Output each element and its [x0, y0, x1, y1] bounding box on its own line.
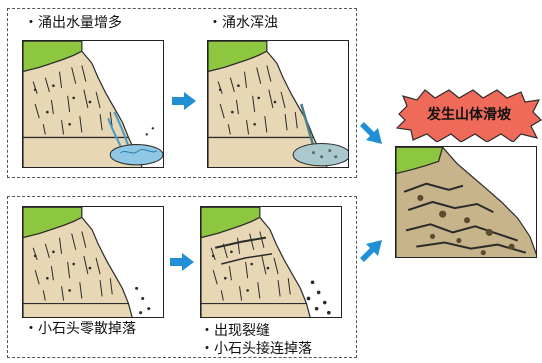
panel-landslide — [395, 146, 537, 258]
panel-small-stones-scattered — [22, 206, 164, 318]
arrow-up-right-icon — [360, 240, 382, 262]
panel-water-muddy — [207, 40, 349, 168]
label-cracks: ・出现裂缝 — [200, 323, 270, 339]
panel-cracks-stones-falling — [200, 206, 342, 318]
arrow-right-icon — [172, 92, 196, 110]
label-water-muddy: ・涌水浑浊 — [208, 15, 278, 31]
arrow-down-right-icon — [360, 122, 382, 144]
landslide-burst-badge — [395, 89, 542, 142]
bottom-group-box — [7, 196, 357, 358]
label-stones-falling: ・小石头接连掉落 — [200, 341, 312, 357]
top-group-box — [7, 8, 357, 178]
label-water-increase: ・涌出水量增多 — [24, 15, 122, 31]
arrow-right-icon — [170, 253, 194, 271]
label-small-stones-scattered: ・小石头零散掉落 — [24, 321, 136, 337]
landslide-label: 发生山体滑坡 — [427, 107, 511, 123]
panel-water-increase — [22, 40, 164, 168]
